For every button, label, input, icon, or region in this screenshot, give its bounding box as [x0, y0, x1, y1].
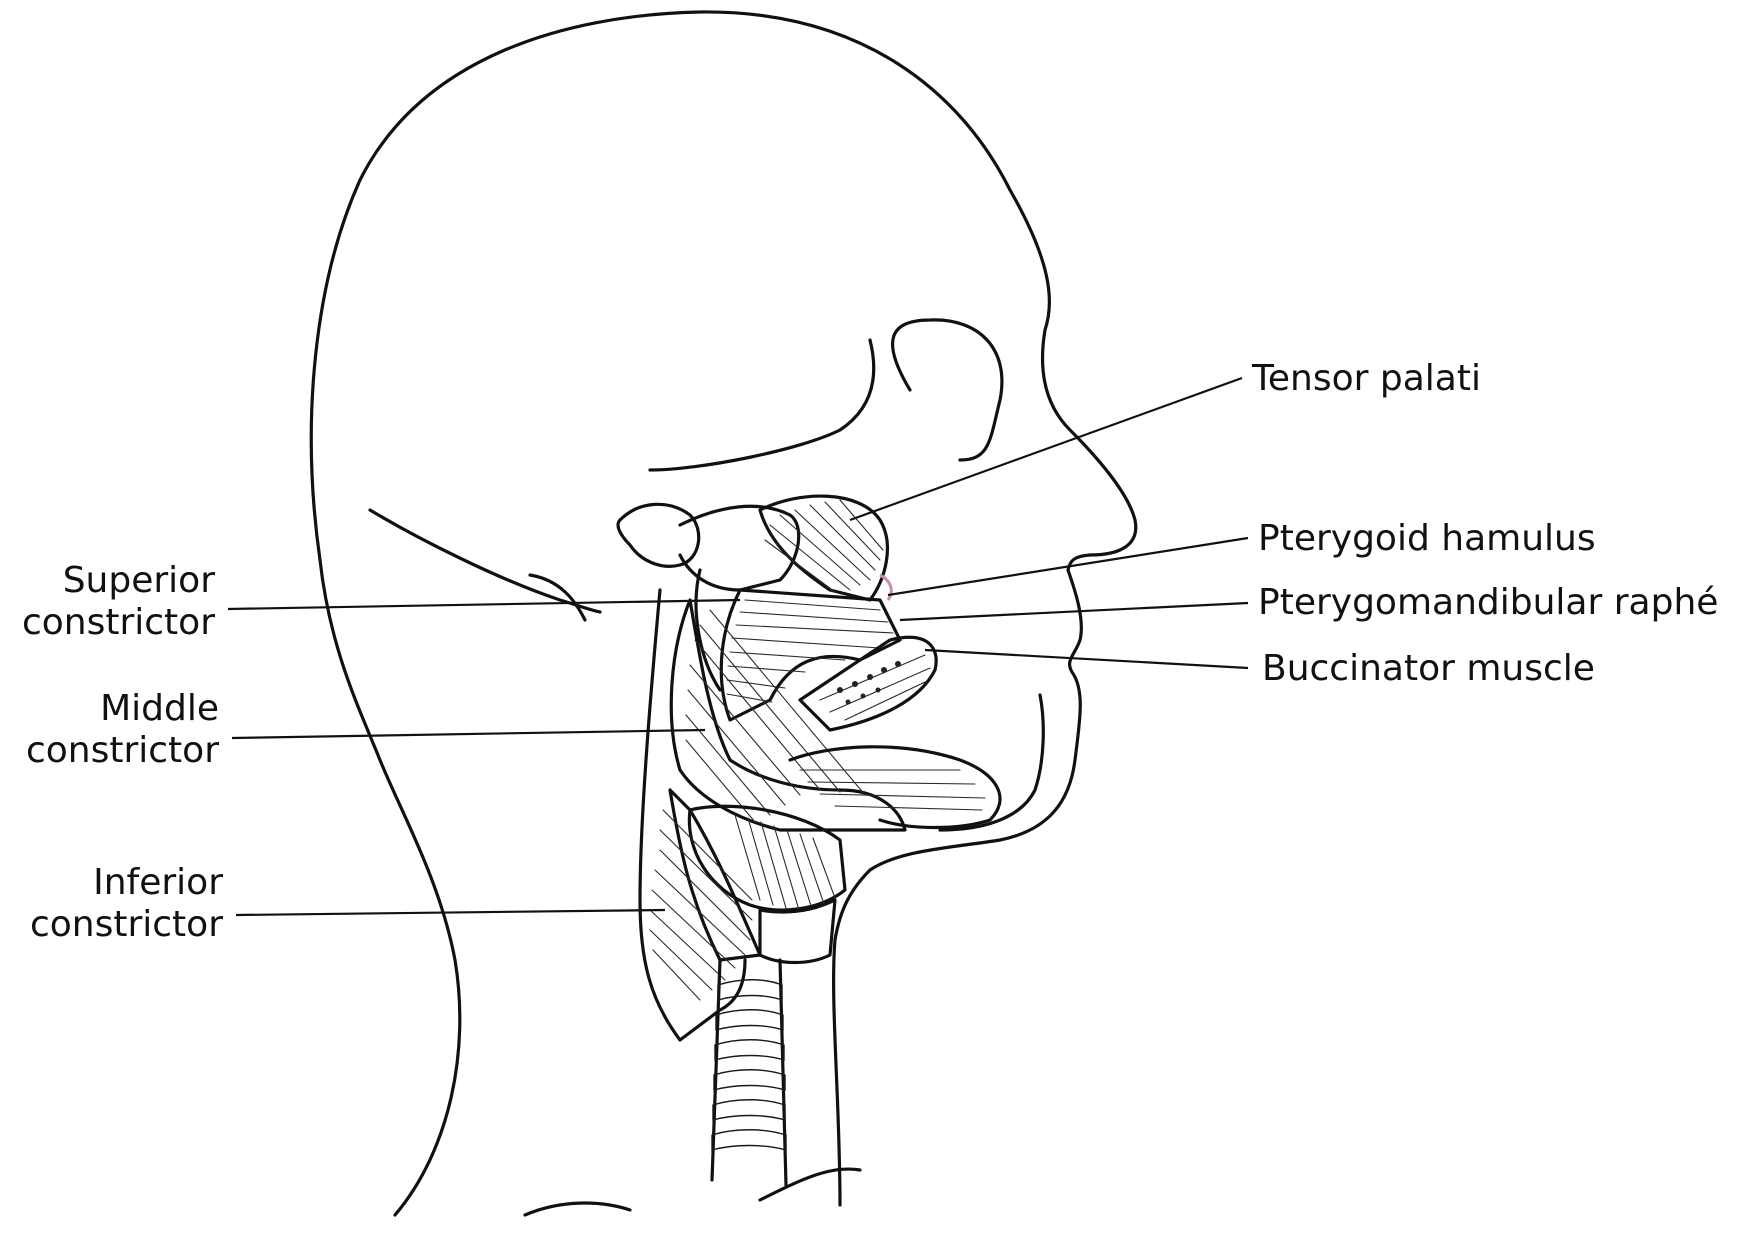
superior-constrictor-line1: Superior — [62, 560, 215, 601]
pterygoid-hamulus-text: Pterygoid hamulus — [1258, 518, 1596, 559]
superior-constrictor-line2: constrictor — [21, 601, 215, 643]
middle-constrictor-line2: constrictor — [25, 729, 219, 771]
tensor-palati-text: Tensor palati — [1252, 358, 1481, 399]
inferior-constrictor-muscle — [668, 788, 762, 962]
thyroid-cartilage-fibers — [734, 814, 836, 911]
superior-constrictor-leader — [227, 598, 741, 611]
mylohyoid-floor — [788, 745, 1002, 830]
buccinator-fibers — [819, 654, 931, 721]
head-outline — [309, 10, 1138, 1217]
inferior-constrictor-line1: Inferior — [93, 862, 223, 903]
pterygoid-hamulus-label: Pterygoid hamulus — [1258, 518, 1596, 560]
zygomatic-outline — [648, 338, 876, 472]
middle-constrictor-leader — [231, 728, 706, 740]
tensor-palati-label: Tensor palati — [1252, 358, 1481, 400]
tensor-palati-leader — [849, 376, 1243, 522]
pterygoid-hamulus-leader — [887, 536, 1249, 597]
buccinator-muscle-text: Buccinator muscle — [1262, 648, 1595, 689]
tensor-palati-muscle — [758, 494, 889, 602]
buccinator-muscle-leader — [924, 648, 1249, 670]
occiput-curve — [368, 508, 602, 614]
tensor-palati-fibers — [764, 499, 884, 593]
pterygomandibular-raphe-text: Pterygomandibular raphé — [1258, 582, 1719, 623]
pterygomandibular-raphe-leader — [899, 601, 1249, 622]
mastoid-outline — [528, 573, 587, 622]
buccinator-muscle-label: Buccinator muscle — [1262, 648, 1595, 690]
shoulder-line-right — [758, 1167, 862, 1202]
shoulder-line-left — [523, 1201, 632, 1217]
mylohyoid-fibers — [799, 769, 986, 811]
superior-constrictor-fibers — [726, 599, 894, 703]
middle-constrictor-fibers — [685, 609, 866, 823]
inferior-constrictor-line2: constrictor — [29, 903, 223, 945]
thyroid-cartilage — [687, 804, 847, 912]
cricoid-cartilage — [758, 898, 837, 965]
styloid-spine — [694, 568, 722, 692]
inferior-constrictor-label: Inferior constrictor — [10, 862, 223, 946]
pterygomandibular-raphe-label: Pterygomandibular raphé — [1258, 582, 1718, 624]
lower-jaw-outline — [938, 693, 1045, 832]
ear-outline — [891, 318, 1004, 462]
middle-constrictor-line1: Middle — [100, 688, 219, 729]
pharynx-posterior-outline — [638, 588, 747, 1042]
middle-constrictor-label: Middle constrictor — [10, 688, 219, 772]
superior-constrictor-muscle — [719, 588, 902, 722]
superior-constrictor-label: Superior constrictor — [10, 560, 215, 644]
styloid-process — [678, 504, 801, 592]
mastoid-process — [616, 502, 701, 568]
buccinator-stipple — [837, 661, 901, 705]
inferior-constrictor-leader — [235, 908, 666, 917]
pterygoid-hamulus-mark — [879, 573, 893, 601]
middle-constrictor-muscle — [669, 598, 907, 832]
trachea-rings — [711, 979, 787, 1151]
inferior-constrictor-fibers — [649, 809, 753, 1001]
buccinator-muscle — [798, 635, 938, 732]
